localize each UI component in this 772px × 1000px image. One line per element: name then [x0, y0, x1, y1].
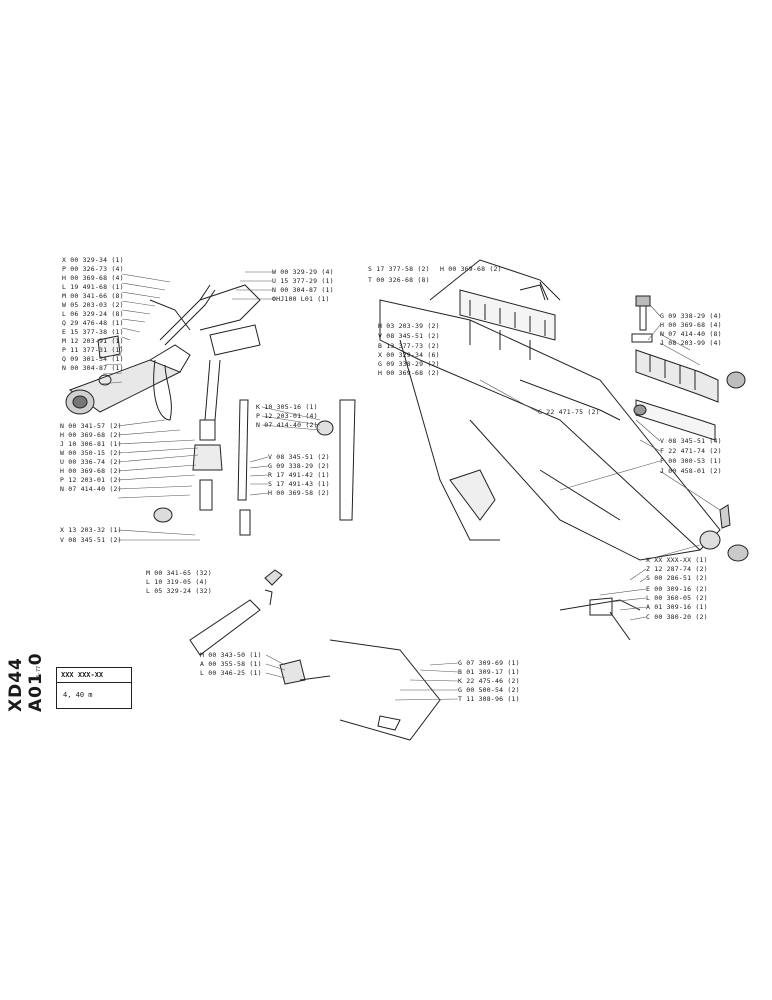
- part-callout: G 07 309-69 (1): [458, 659, 520, 667]
- part-callout: H 00 369-68 (4): [660, 321, 722, 329]
- part-callout: M 00 341-66 (8): [62, 292, 124, 300]
- part-callout: L 00 360-05 (2): [646, 594, 708, 602]
- part-callout: W 00 350-15 (2): [60, 449, 122, 457]
- part-callout: P 12 203-01 (4): [256, 412, 318, 420]
- part-callout: X 00 329-34 (1): [62, 256, 124, 264]
- part-callout: F 00 300-53 (1): [660, 457, 722, 465]
- part-callout: H 00 369-68 (2): [440, 265, 502, 273]
- part-callout: A 00 355-58 (1): [200, 660, 262, 668]
- part-callout: N 00 341-57 (2): [60, 422, 122, 430]
- part-callout: N 07 414-40 (8): [660, 330, 722, 338]
- drawing-code: XD44 A01 0: [6, 652, 46, 712]
- part-callout: M 12 203-91 (1): [62, 337, 124, 345]
- part-callout: X XX XXX-XX (1): [646, 556, 708, 564]
- part-callout: P 11 377-31 (1): [62, 346, 124, 354]
- part-callout: V 08 345-51 (4): [660, 437, 722, 445]
- part-callout: J 00 458-01 (2): [660, 467, 722, 475]
- part-callout: V 08 345-51 (2): [268, 453, 330, 461]
- part-callout: A 01 309-16 (1): [646, 603, 708, 611]
- clamp-detail-drawing: [631, 295, 749, 562]
- part-callout: W 00 329-29 (4): [272, 268, 334, 276]
- part-callout: K 22 475-46 (2): [458, 677, 520, 685]
- part-callout: P 12 203-01 (2): [60, 476, 122, 484]
- part-callout: G 09 338-29 (2): [268, 462, 330, 470]
- revision-date: 4-77: [36, 665, 42, 678]
- part-callout: G 09 338-29 (4): [660, 312, 722, 320]
- part-callout: T 00 326-68 (8): [368, 276, 430, 284]
- part-callout: E 15 377-38 (1): [62, 328, 124, 336]
- title-block: XXX XXX-XX 4, 40 m: [56, 667, 132, 709]
- part-callout: W 05 203-03 (2): [62, 301, 124, 309]
- clamp-blocks-drawing: [459, 281, 556, 341]
- part-callout: H 03 203-39 (2): [378, 322, 440, 330]
- boom-arm-drawing: [379, 259, 721, 561]
- title-part-code: XXX XXX-XX: [61, 671, 104, 679]
- pin-assembly-drawing: [153, 359, 356, 536]
- part-callout: S 00 286-51 (2): [646, 574, 708, 582]
- part-callout: J 10 306-81 (1): [60, 440, 122, 448]
- part-callout: B 13 377-73 (2): [378, 342, 440, 350]
- title-divider: [57, 682, 131, 683]
- part-callout: L 06 329-24 (8): [62, 310, 124, 318]
- part-callout: V 08 345-51 (2): [378, 332, 440, 340]
- part-callout: R 17 491-42 (1): [268, 471, 330, 479]
- part-callout: T 11 308-96 (1): [458, 695, 520, 703]
- part-callout: N 07 414-40 (2): [256, 421, 318, 429]
- part-callout: C 00 380-20 (2): [646, 613, 708, 621]
- part-callout: Q 09 301-34 (1): [62, 355, 124, 363]
- part-callout: H 00 369-58 (2): [268, 489, 330, 497]
- part-callout: E 00 309-16 (2): [646, 585, 708, 593]
- leader-lines: [99, 271, 721, 701]
- part-callout: L 00 346-25 (1): [200, 669, 262, 677]
- part-callout: J 08 203-99 (4): [660, 339, 722, 347]
- part-callout: X 13 203-32 (1): [60, 526, 122, 534]
- part-callout: H 00 369-68 (4): [62, 274, 124, 282]
- part-callout: Z 12 287-74 (2): [646, 565, 708, 573]
- part-callout: X 00 329-34 (6): [378, 351, 440, 359]
- part-callout: Q 29 476-48 (1): [62, 319, 124, 327]
- part-callout: M 00 341-65 (32): [146, 569, 212, 577]
- part-callout: L 10 319-05 (4): [146, 578, 208, 586]
- part-callout: G 00 500-54 (2): [458, 686, 520, 694]
- part-callout: H 00 369-68 (2): [60, 431, 122, 439]
- part-callout: S 17 377-58 (2): [368, 265, 430, 273]
- part-callout: N 07 414-40 (2): [60, 485, 122, 493]
- part-callout: L 05 329-24 (32): [146, 587, 212, 595]
- part-callout: G 09 338-29 (2): [378, 360, 440, 368]
- part-callout: H 00 369-68 (2): [378, 369, 440, 377]
- hydraulic-cylinder-drawing: [65, 284, 261, 421]
- part-callout: U 15 377-29 (1): [272, 277, 334, 285]
- part-callout: M 00 343-50 (1): [200, 651, 262, 659]
- part-callout: S 17 491-43 (1): [268, 480, 330, 488]
- part-callout: N 00 304-87 (1): [272, 286, 334, 294]
- part-callout: G 22 471-75 (2): [538, 408, 600, 416]
- title-size: 4, 40 m: [63, 691, 93, 699]
- part-callout: H 00 369-68 (2): [60, 467, 122, 475]
- part-callout: U 00 336-74 (2): [60, 458, 122, 466]
- part-callout: K 10 305-16 (1): [256, 403, 318, 411]
- part-callout: ФHJ100 L01 (1): [272, 295, 330, 303]
- part-callout: V 08 345-51 (2): [60, 536, 122, 544]
- part-callout: P 00 326-73 (4): [62, 265, 124, 273]
- lower-fittings-drawing: [189, 569, 641, 741]
- part-callout: L 19 491-68 (1): [62, 283, 124, 291]
- part-callout: N 00 304-87 (1): [62, 364, 124, 372]
- part-callout: B 01 309-17 (1): [458, 668, 520, 676]
- part-callout: F 22 471-74 (2): [660, 447, 722, 455]
